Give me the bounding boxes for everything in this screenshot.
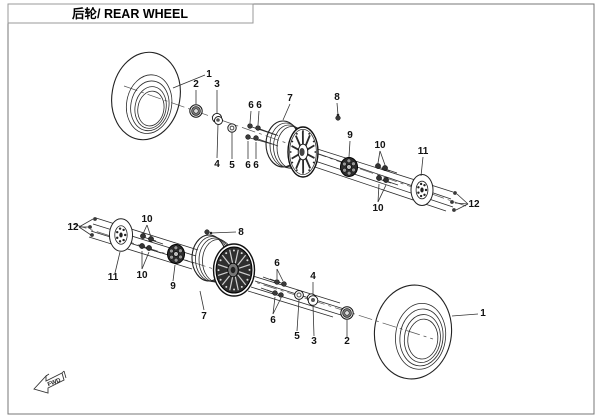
callout-label-11: 11: [108, 272, 119, 283]
callout-7: 7: [199, 290, 207, 322]
callout-9: 9: [347, 130, 353, 158]
axle-nut-bottom: [340, 306, 354, 320]
axle-nut-top: [189, 104, 203, 118]
callout-10: 10: [374, 140, 386, 166]
callout-label-4: 4: [310, 271, 316, 282]
callout-3: 3: [214, 79, 220, 113]
callout-label-6: 6: [248, 100, 254, 111]
callout-label-4: 4: [214, 159, 220, 170]
callout-label-1: 1: [480, 308, 486, 319]
brake-disc-bottom: [108, 218, 134, 252]
wheel-bolts-bottom: [260, 276, 287, 298]
callout-5: 5: [294, 299, 300, 342]
callout-label-1: 1: [206, 69, 212, 80]
callout-7: 7: [282, 93, 293, 121]
callout-label-2: 2: [344, 336, 350, 347]
callout-label-7: 7: [201, 311, 207, 322]
callout-label-5: 5: [229, 160, 235, 171]
callout-2: 2: [344, 320, 350, 347]
callout-10: 10: [136, 251, 150, 281]
washer-5-top: [227, 123, 237, 133]
callout-label-11: 11: [418, 146, 429, 157]
callout-label-10: 10: [136, 270, 148, 281]
brake-disc-top: [410, 174, 434, 206]
tire-rear-top: [111, 51, 181, 141]
callout-6: 6: [274, 258, 284, 282]
callout-8: 8: [209, 227, 244, 238]
callout-label-3: 3: [214, 79, 220, 90]
callout-label-6: 6: [274, 258, 280, 269]
bottom-assembly: [72, 217, 453, 380]
callout-label-6: 6: [256, 100, 262, 111]
top-assembly: [111, 51, 467, 212]
callout-label-8: 8: [334, 92, 340, 103]
callout-label-5: 5: [294, 331, 300, 342]
wheel-rim-top: [265, 120, 319, 178]
callout-8: 8: [334, 92, 340, 117]
callout-label-12: 12: [67, 222, 79, 233]
rim-spokes-bottom: [215, 246, 253, 294]
callout-6: 6: [245, 141, 251, 171]
callout-2: 2: [193, 79, 199, 104]
washer-5-bottom: [294, 290, 304, 300]
callout-label-10: 10: [372, 203, 384, 214]
callout-9: 9: [170, 264, 176, 292]
studs-bottom: [88, 217, 97, 237]
callout-label-12: 12: [468, 199, 480, 210]
callout-label-9: 9: [170, 281, 176, 292]
callout-6: 6: [248, 100, 254, 124]
hub-bolts-bottom: [139, 233, 164, 254]
callout-label-7: 7: [287, 93, 293, 104]
hub-coupler-top: [340, 157, 358, 177]
callout-3: 3: [311, 304, 317, 347]
callout-10: 10: [141, 214, 153, 238]
callout-label-10: 10: [374, 140, 386, 151]
callout-label-8: 8: [238, 227, 244, 238]
page-border: [7, 3, 595, 415]
title-box: [7, 3, 254, 24]
callout-6: 6: [256, 100, 262, 126]
callout-4: 4: [310, 271, 316, 295]
callout-11: 11: [108, 251, 121, 283]
hub-bolts-top: [375, 163, 399, 186]
callout-12: 12: [454, 193, 480, 211]
callout-1: 1: [451, 308, 486, 319]
callout-11: 11: [418, 146, 429, 177]
valve-bolt-bottom: [204, 229, 210, 235]
callout-12: 12: [67, 218, 94, 236]
callout-6: 6: [270, 296, 282, 326]
callout-label-6: 6: [270, 315, 276, 326]
callout-1: 1: [172, 69, 212, 89]
callout-10: 10: [372, 183, 387, 214]
callout-4: 4: [214, 123, 220, 170]
fwd-label: FWD: [47, 377, 63, 388]
fwd-direction-icon: FWD: [33, 370, 67, 394]
valve-bolt-top: [335, 115, 341, 121]
page-title: 后轮/ REAR WHEEL: [72, 6, 188, 21]
wheel-rim-bottom: [191, 234, 256, 297]
callout-label-3: 3: [311, 336, 317, 347]
callout-5: 5: [229, 132, 235, 171]
wheel-bolts-top: [245, 123, 279, 147]
callout-label-10: 10: [141, 214, 153, 225]
studs-top: [450, 191, 457, 212]
callout-label-6: 6: [253, 160, 259, 171]
callout-6: 6: [253, 142, 259, 171]
hub-coupler-bottom: [167, 244, 185, 264]
tire-rear-bottom: [373, 284, 453, 380]
callout-label-2: 2: [193, 79, 199, 90]
washer-nut-top: [211, 112, 223, 125]
callout-label-9: 9: [347, 130, 353, 141]
callout-label-6: 6: [245, 160, 251, 171]
rim-spokes-top: [289, 128, 317, 175]
